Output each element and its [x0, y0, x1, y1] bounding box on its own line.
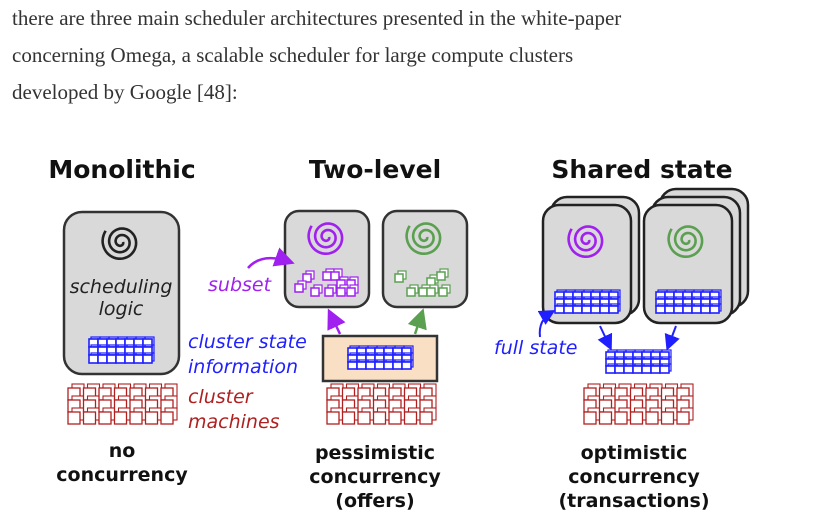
full-state-label: full state — [494, 337, 577, 359]
cluster-machines-icon — [583, 383, 694, 425]
full-state-arrow — [537, 310, 556, 338]
scheduling-logic-label: scheduling — [70, 276, 173, 298]
cluster-state-grid-icon — [88, 336, 155, 364]
legend-information: information — [188, 356, 298, 378]
spiral-icon — [101, 227, 138, 260]
resource-offer-box — [321, 334, 439, 383]
scheduling-logic-label: logic — [99, 298, 144, 320]
cluster-machines-icon — [326, 383, 437, 425]
shared-state-scheduler-stack-green — [642, 187, 750, 325]
caption-shared-state: concurrency — [568, 466, 700, 488]
title-monolithic: Monolithic — [48, 155, 195, 184]
title-shared-state: Shared state — [551, 155, 732, 184]
subset-resources-icon — [294, 268, 359, 297]
shared-cell-state-grid-icon — [605, 349, 672, 374]
title-two-level: Two-level — [309, 155, 441, 184]
offer-arrow-green — [407, 308, 427, 335]
caption-shared-state: (transactions) — [558, 490, 709, 512]
cluster-state-grid-icon — [554, 289, 621, 314]
spiral-icon — [307, 222, 344, 255]
spiral-icon — [667, 225, 704, 258]
shared-state-scheduler-stack-purple — [541, 195, 641, 325]
caption-monolithic: no — [109, 440, 136, 462]
two-level-scheduler-card-green — [381, 209, 469, 309]
legend-cluster-state: cluster state — [188, 331, 307, 353]
commit-arrow-right — [664, 325, 680, 351]
offer-arrow-purple — [327, 308, 346, 335]
cluster-state-grid-icon — [655, 289, 722, 314]
spiral-icon — [567, 225, 604, 258]
intro-paragraph: there are three main scheduler architect… — [12, 0, 812, 111]
legend-machines: machines — [188, 411, 280, 433]
paragraph-line: developed by Google [48]: — [12, 80, 238, 104]
commit-arrow-left — [597, 325, 613, 351]
paragraph-line: concerning Omega, a scalable scheduler f… — [12, 43, 574, 67]
subset-label: subset — [208, 274, 273, 296]
cluster-state-grid-icon — [347, 345, 414, 370]
subset-resources-icon — [394, 268, 451, 297]
spiral-icon — [405, 222, 442, 255]
caption-two-level: pessimistic — [315, 442, 435, 464]
caption-shared-state: optimistic — [581, 442, 688, 464]
monolithic-scheduler-card: scheduling logic — [62, 210, 181, 376]
caption-monolithic: concurrency — [56, 464, 188, 486]
subset-arrow — [247, 247, 295, 269]
caption-two-level: concurrency — [309, 466, 441, 488]
cluster-machines-icon — [67, 383, 178, 425]
caption-two-level: (offers) — [335, 490, 414, 512]
paragraph-line: there are three main scheduler architect… — [12, 6, 622, 30]
legend-cluster: cluster — [188, 386, 254, 408]
two-level-scheduler-card-purple — [283, 209, 371, 309]
